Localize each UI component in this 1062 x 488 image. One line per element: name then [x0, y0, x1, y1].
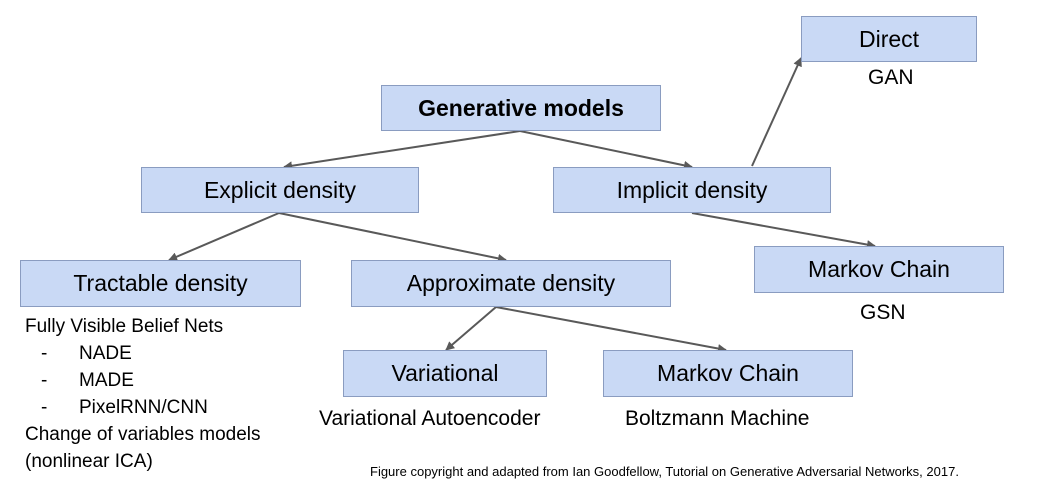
bullet-dash: - — [41, 343, 48, 364]
label-gan: GAN — [868, 66, 914, 89]
edge-generative-to-explicit — [283, 130, 521, 171]
edge-approximate-to-markov — [495, 306, 727, 353]
list-change-of-variables: Change of variables models — [25, 424, 261, 445]
node-implicit-density: Implicit density — [553, 167, 831, 213]
list-item: - PixelRNN/CNN — [25, 394, 261, 421]
node-approximate-density: Approximate density — [351, 260, 671, 307]
label-variational-autoencoder: Variational Autoencoder — [319, 407, 541, 430]
edge-implicit-to-direct — [751, 57, 802, 167]
tractable-examples-list: Fully Visible Belief Nets - NADE - MADE - P… — [25, 313, 261, 475]
figure-caption: Figure copyright and adapted from Ian Go… — [370, 464, 959, 479]
bullet-dash: - — [41, 370, 48, 391]
node-markov-chain-approx: Markov Chain — [603, 350, 853, 397]
list-item: - NADE — [25, 340, 261, 367]
node-generative-models: Generative models — [381, 85, 661, 131]
edge-explicit-to-approximate — [278, 212, 507, 263]
list-item: - MADE — [25, 367, 261, 394]
bullet-dash: - — [41, 397, 48, 418]
node-tractable-density: Tractable density — [20, 260, 301, 307]
list-item-label: NADE — [79, 343, 132, 364]
node-markov-chain-implicit: Markov Chain — [754, 246, 1004, 293]
list-nonlinear-ica: (nonlinear ICA) — [25, 451, 153, 472]
node-explicit-density: Explicit density — [141, 167, 419, 213]
node-direct: Direct — [801, 16, 977, 62]
edge-generative-to-implicit — [519, 130, 693, 170]
edge-implicit-to-markov — [691, 212, 876, 249]
label-boltzmann-machine: Boltzmann Machine — [625, 407, 810, 430]
edge-approximate-to-variational — [445, 306, 497, 351]
label-gsn: GSN — [860, 301, 906, 324]
list-heading-fvbn: Fully Visible Belief Nets — [25, 316, 224, 337]
list-item-label: MADE — [79, 370, 134, 391]
edge-explicit-to-tractable — [168, 212, 280, 261]
list-item-label: PixelRNN/CNN — [79, 397, 208, 418]
node-variational: Variational — [343, 350, 547, 397]
